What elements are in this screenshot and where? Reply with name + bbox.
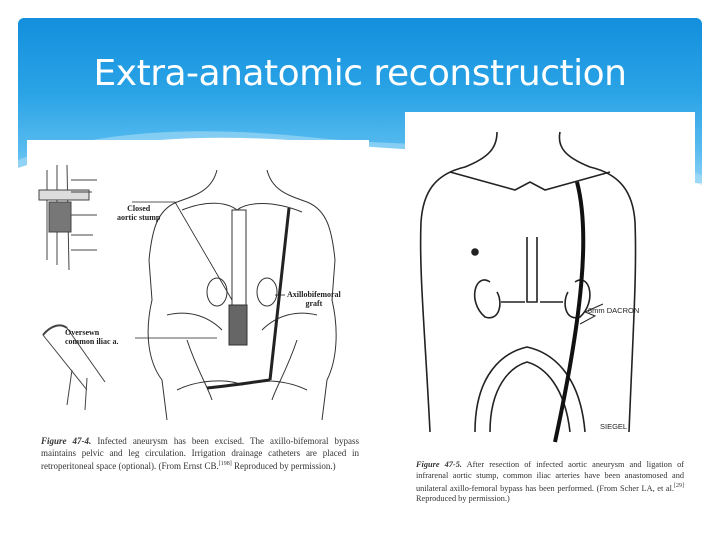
caption-ref: [29] (674, 483, 684, 489)
torso-outline (419, 131, 637, 433)
label-oversewn: Oversewn (65, 328, 100, 337)
iliac-inset (42, 324, 106, 411)
axillofemoral-illustration (419, 131, 637, 443)
slide-title: Extra-anatomic reconstruction (93, 53, 627, 94)
caption-text-end: Reproduced by permission.) (231, 461, 336, 471)
axillobifemoral-graft (206, 207, 291, 390)
aortic-stump-inset (38, 164, 97, 271)
label-common-iliac: common iliac a. (65, 337, 119, 346)
caption-figure-id: Figure 47-5. (416, 460, 462, 469)
caption-text: Infected aneurysm has been excised. The … (41, 436, 359, 471)
figure-47-5: 8mm DACRON SIEGEL Figure 47-5. After res… (405, 112, 695, 540)
label-8mm-dacron: 8mm DACRON (588, 306, 640, 315)
caption-text-end: Reproduced by permission.) (416, 494, 510, 504)
caption-figure-id: Figure 47-4. (41, 436, 92, 446)
figure-47-4: Closed aortic stump Axillobifemoral graf… (27, 140, 369, 502)
dacron-graft (553, 181, 586, 443)
label-graft: graft (305, 299, 323, 308)
figure-47-5-caption: Figure 47-5. After resection of infected… (416, 460, 684, 505)
caption-text: After resection of infected aortic aneur… (416, 460, 685, 493)
label-aortic-stump: aortic stump (117, 213, 161, 222)
label-axillobifemoral: Axillobifemoral (287, 290, 341, 299)
label-siegel: SIEGEL (600, 422, 628, 431)
axillobifemoral-illustration (38, 164, 337, 420)
label-closed: Closed (127, 204, 151, 213)
caption-ref: [198] (218, 461, 232, 467)
figure-47-4-caption: Figure 47-4. Infected aneurysm has been … (41, 436, 359, 473)
